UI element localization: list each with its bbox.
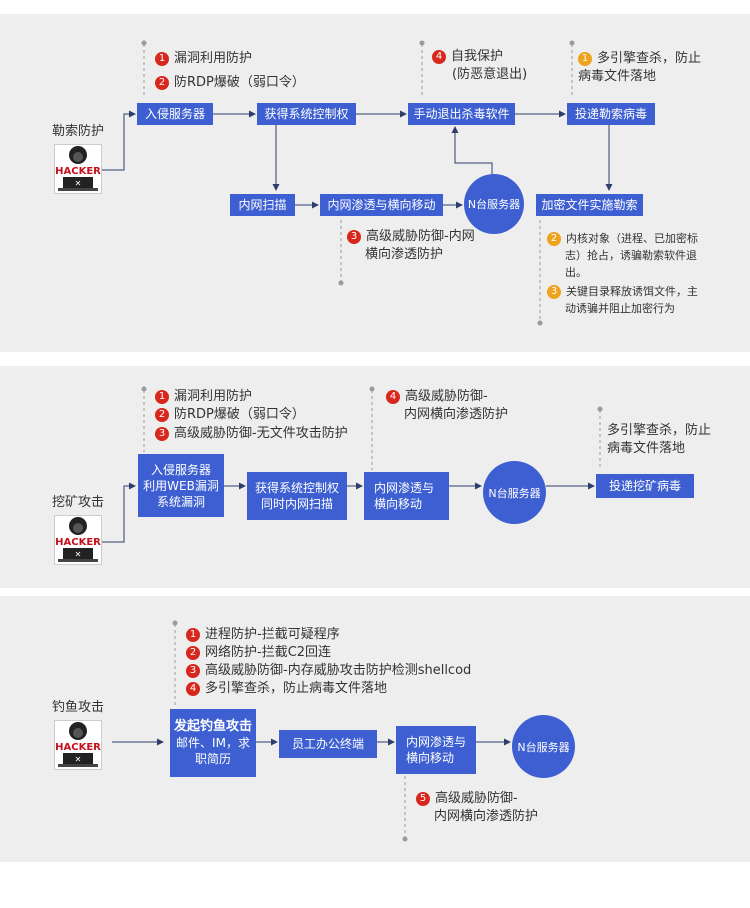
- phishing-panel: [0, 596, 750, 862]
- box-intranet-scan: 内网扫描: [230, 194, 295, 216]
- box-employee-terminal: 员工办公终端: [279, 730, 377, 758]
- step-number-badge: 2: [155, 76, 169, 90]
- hacker-text: HACKER: [55, 166, 101, 177]
- step-number-badge: 4: [386, 390, 400, 404]
- step-number-badge: 2: [186, 646, 200, 660]
- step-number-badge: 1: [155, 390, 169, 404]
- box-gain-control: 获得系统控制权: [257, 103, 356, 125]
- step-number-badge: 1: [186, 628, 200, 642]
- box-lateral-movement: 内网渗透与横向移动: [320, 194, 443, 216]
- step-number-badge: 3: [347, 230, 361, 244]
- box-deliver-ransomware: 投递勒索病毒: [567, 103, 655, 125]
- note-multi-engine: 多引擎查杀，防止病毒文件落地: [607, 423, 712, 456]
- svg-text:✕: ✕: [75, 179, 82, 188]
- box-lateral-movement: 内网渗透与横向移动: [364, 472, 449, 520]
- box-exit-antivirus: 手动退出杀毒软件: [408, 103, 515, 125]
- box-lateral-movement: 内网渗透与横向移动: [396, 726, 476, 774]
- svg-text:✕: ✕: [75, 550, 82, 559]
- n-servers-node: N台服务器: [464, 174, 524, 234]
- step-number-badge: 3: [155, 427, 169, 441]
- box-deliver-mining: 投递挖矿病毒: [596, 474, 694, 498]
- n-servers-node: N台服务器: [483, 461, 546, 524]
- box-intrude-server: 入侵服务器利用WEB漏洞系统漏洞: [138, 454, 224, 517]
- step-number-badge: 1: [155, 52, 169, 66]
- step-number-badge: 4: [186, 682, 200, 696]
- box-gain-control: 获得系统控制权同时内网扫描: [247, 472, 347, 520]
- step-number-badge: 3: [186, 664, 200, 678]
- box-launch-phishing: 发起钓鱼攻击 邮件、IM，求职简历: [170, 709, 256, 777]
- step-number-badge: 4: [432, 50, 446, 64]
- step-number-badge: 2: [547, 232, 561, 246]
- mining-title: 挖矿攻击: [52, 495, 105, 510]
- ransomware-title: 勒索防护: [52, 124, 105, 139]
- svg-text:✕: ✕: [75, 755, 82, 764]
- hacker-laptop-icon: HACKER ✕: [54, 144, 102, 194]
- box-encrypt-files: 加密文件实施勒索: [536, 194, 643, 216]
- hacker-text: HACKER: [55, 537, 101, 548]
- step-number-badge: 1: [578, 52, 592, 66]
- hacker-laptop-icon: HACKER ✕: [54, 720, 102, 770]
- step-number-badge: 5: [416, 792, 430, 806]
- ransomware-panel: [0, 14, 750, 352]
- step-number-badge: 2: [155, 408, 169, 422]
- step-number-badge: 3: [547, 285, 561, 299]
- hacker-laptop-icon: HACKER ✕: [54, 515, 102, 565]
- hacker-text: HACKER: [55, 742, 101, 753]
- phishing-title: 钓鱼攻击: [52, 700, 105, 715]
- n-servers-node: N台服务器: [512, 715, 575, 778]
- box-intrude-server: 入侵服务器: [137, 103, 213, 125]
